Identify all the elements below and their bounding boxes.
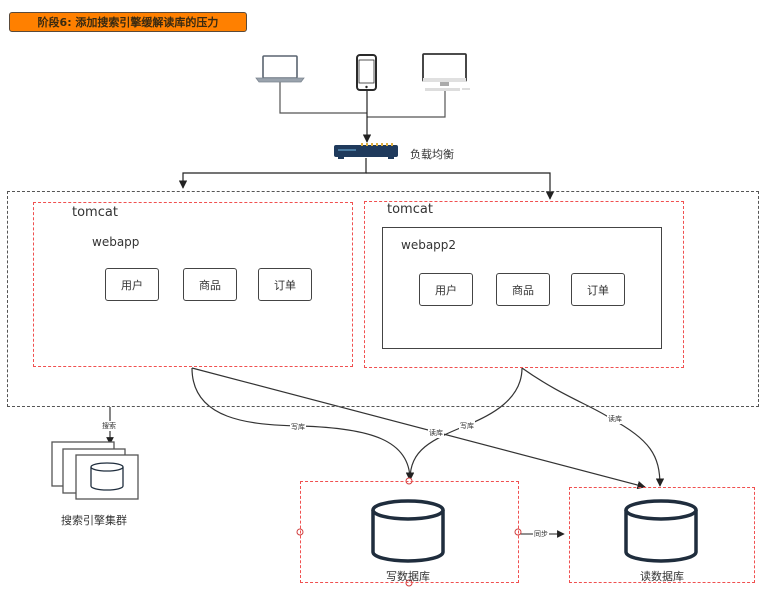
- read-db-box[interactable]: [569, 487, 755, 583]
- read-db-label: 读数据库: [640, 570, 684, 583]
- module-product-2[interactable]: 商品: [496, 273, 550, 306]
- edge-label-write-2: 写库: [459, 421, 475, 431]
- tomcat-1[interactable]: [33, 202, 353, 367]
- edge-tomcat1-read: [191, 367, 646, 490]
- search-edge-label: 搜索: [101, 421, 117, 431]
- webapp-label: webapp: [92, 235, 140, 249]
- server-cluster-boundary: [7, 191, 759, 407]
- edge-label-write-1: 写库: [290, 422, 306, 432]
- edge-label-read-2: 读库: [607, 414, 623, 424]
- edge-desktop-lb: [367, 88, 446, 118]
- module-user[interactable]: 用户: [105, 268, 159, 301]
- write-db-box[interactable]: [300, 481, 519, 583]
- edge-label-read-1: 读库: [428, 428, 444, 438]
- module-product[interactable]: 商品: [183, 268, 237, 301]
- search-cluster-label: 搜索引擎集群: [61, 514, 127, 527]
- tomcat-2[interactable]: [364, 201, 684, 368]
- stage-title: 阶段6: 添加搜索引擎缓解读库的压力: [9, 12, 247, 32]
- webapp2-box[interactable]: [382, 227, 662, 349]
- module-order-2[interactable]: 订单: [571, 273, 625, 306]
- load-balancer-label: 负载均衡: [410, 148, 454, 161]
- tomcat-1-label: tomcat: [72, 205, 118, 220]
- module-order[interactable]: 订单: [258, 268, 312, 301]
- edge-laptop-lb: [279, 82, 367, 114]
- edge-lb-tomcat1: [178, 158, 367, 189]
- tomcat-2-label: tomcat: [387, 202, 433, 217]
- webapp2-label: webapp2: [401, 238, 457, 252]
- edge-lb-tomcat2: [366, 172, 555, 200]
- edge-label-sync: 同步: [533, 529, 549, 539]
- module-user-2[interactable]: 用户: [419, 273, 473, 306]
- write-db-label: 写数据库: [386, 570, 430, 583]
